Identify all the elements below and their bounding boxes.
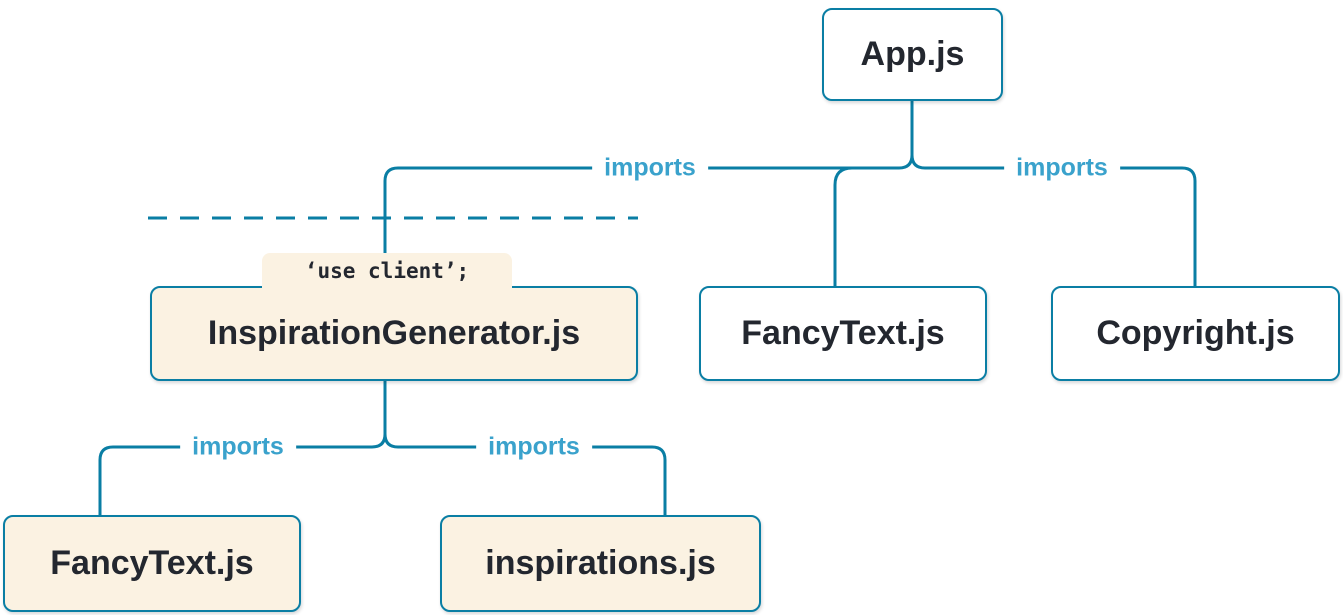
edge-label-imports-left: imports [592, 153, 708, 183]
node-fancytext-bottom: FancyText.js [3, 515, 301, 612]
edge-label-imports-right: imports [1004, 153, 1120, 183]
use-client-directive-tag: ‘use client’; [262, 253, 512, 289]
node-app-label: App.js [860, 35, 965, 73]
node-fancytext-top-label: FancyText.js [741, 314, 945, 352]
node-copyright: Copyright.js [1051, 286, 1340, 381]
node-inspirations: inspirations.js [440, 515, 761, 612]
edge-app-to-fancytext [833, 166, 854, 290]
node-copyright-label: Copyright.js [1096, 314, 1295, 352]
edge-label-imports-bottom-right: imports [476, 432, 592, 462]
edge-label-imports-bottom-left: imports [180, 432, 296, 462]
node-inspiration-generator-label: InspirationGenerator.js [207, 314, 581, 352]
edge-app-to-copyright [910, 99, 1197, 290]
node-fancytext-top: FancyText.js [699, 286, 987, 381]
node-app: App.js [822, 8, 1003, 101]
node-inspirations-label: inspirations.js [485, 544, 716, 582]
use-client-directive-text: ‘use client’; [304, 259, 470, 283]
node-inspiration-generator: InspirationGenerator.js [150, 286, 638, 381]
node-fancytext-bottom-label: FancyText.js [50, 544, 254, 582]
